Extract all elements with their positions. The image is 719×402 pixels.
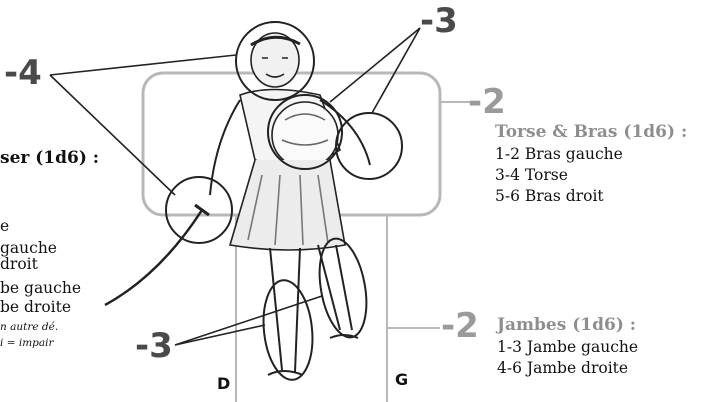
left-table-entry: e (0, 218, 9, 235)
torso-modifier: -2 (468, 85, 506, 119)
torso-table-entry: 1-2 Bras gauche (495, 146, 623, 163)
left-table-entry: be droite (0, 299, 71, 316)
arms-modifier: -3 (420, 4, 458, 38)
left-leg-zone-ellipse (259, 278, 317, 382)
left-table-note: n autre dé. (0, 321, 58, 334)
left-table-title: ser (1d6) : (0, 148, 99, 168)
legs-table-title: Jambes (1d6) : (497, 315, 636, 335)
left-table-entry: be gauche (0, 280, 81, 297)
legs-modifier: -2 (441, 309, 479, 343)
legs-table-entry: 4-6 Jambe droite (497, 360, 628, 377)
head-modifier: -4 (4, 56, 42, 90)
legs-left-modifier: -3 (135, 329, 173, 363)
right-side-marker: D (217, 374, 230, 393)
torso-table-entry: 3-4 Torse (495, 167, 568, 184)
left-table-note: i = impair (0, 337, 54, 350)
left-table-entry: droit (0, 256, 38, 273)
torso-table-entry: 5-6 Bras droit (495, 188, 604, 205)
torso-table-title: Torse & Bras (1d6) : (495, 122, 687, 142)
sword-hand-zone-circle (166, 177, 232, 243)
right-arm-zone-circle (336, 113, 402, 179)
left-side-marker: G (395, 370, 408, 389)
legs-table-entry: 1-3 Jambe gauche (497, 339, 638, 356)
right-leg-zone-ellipse (313, 235, 374, 341)
